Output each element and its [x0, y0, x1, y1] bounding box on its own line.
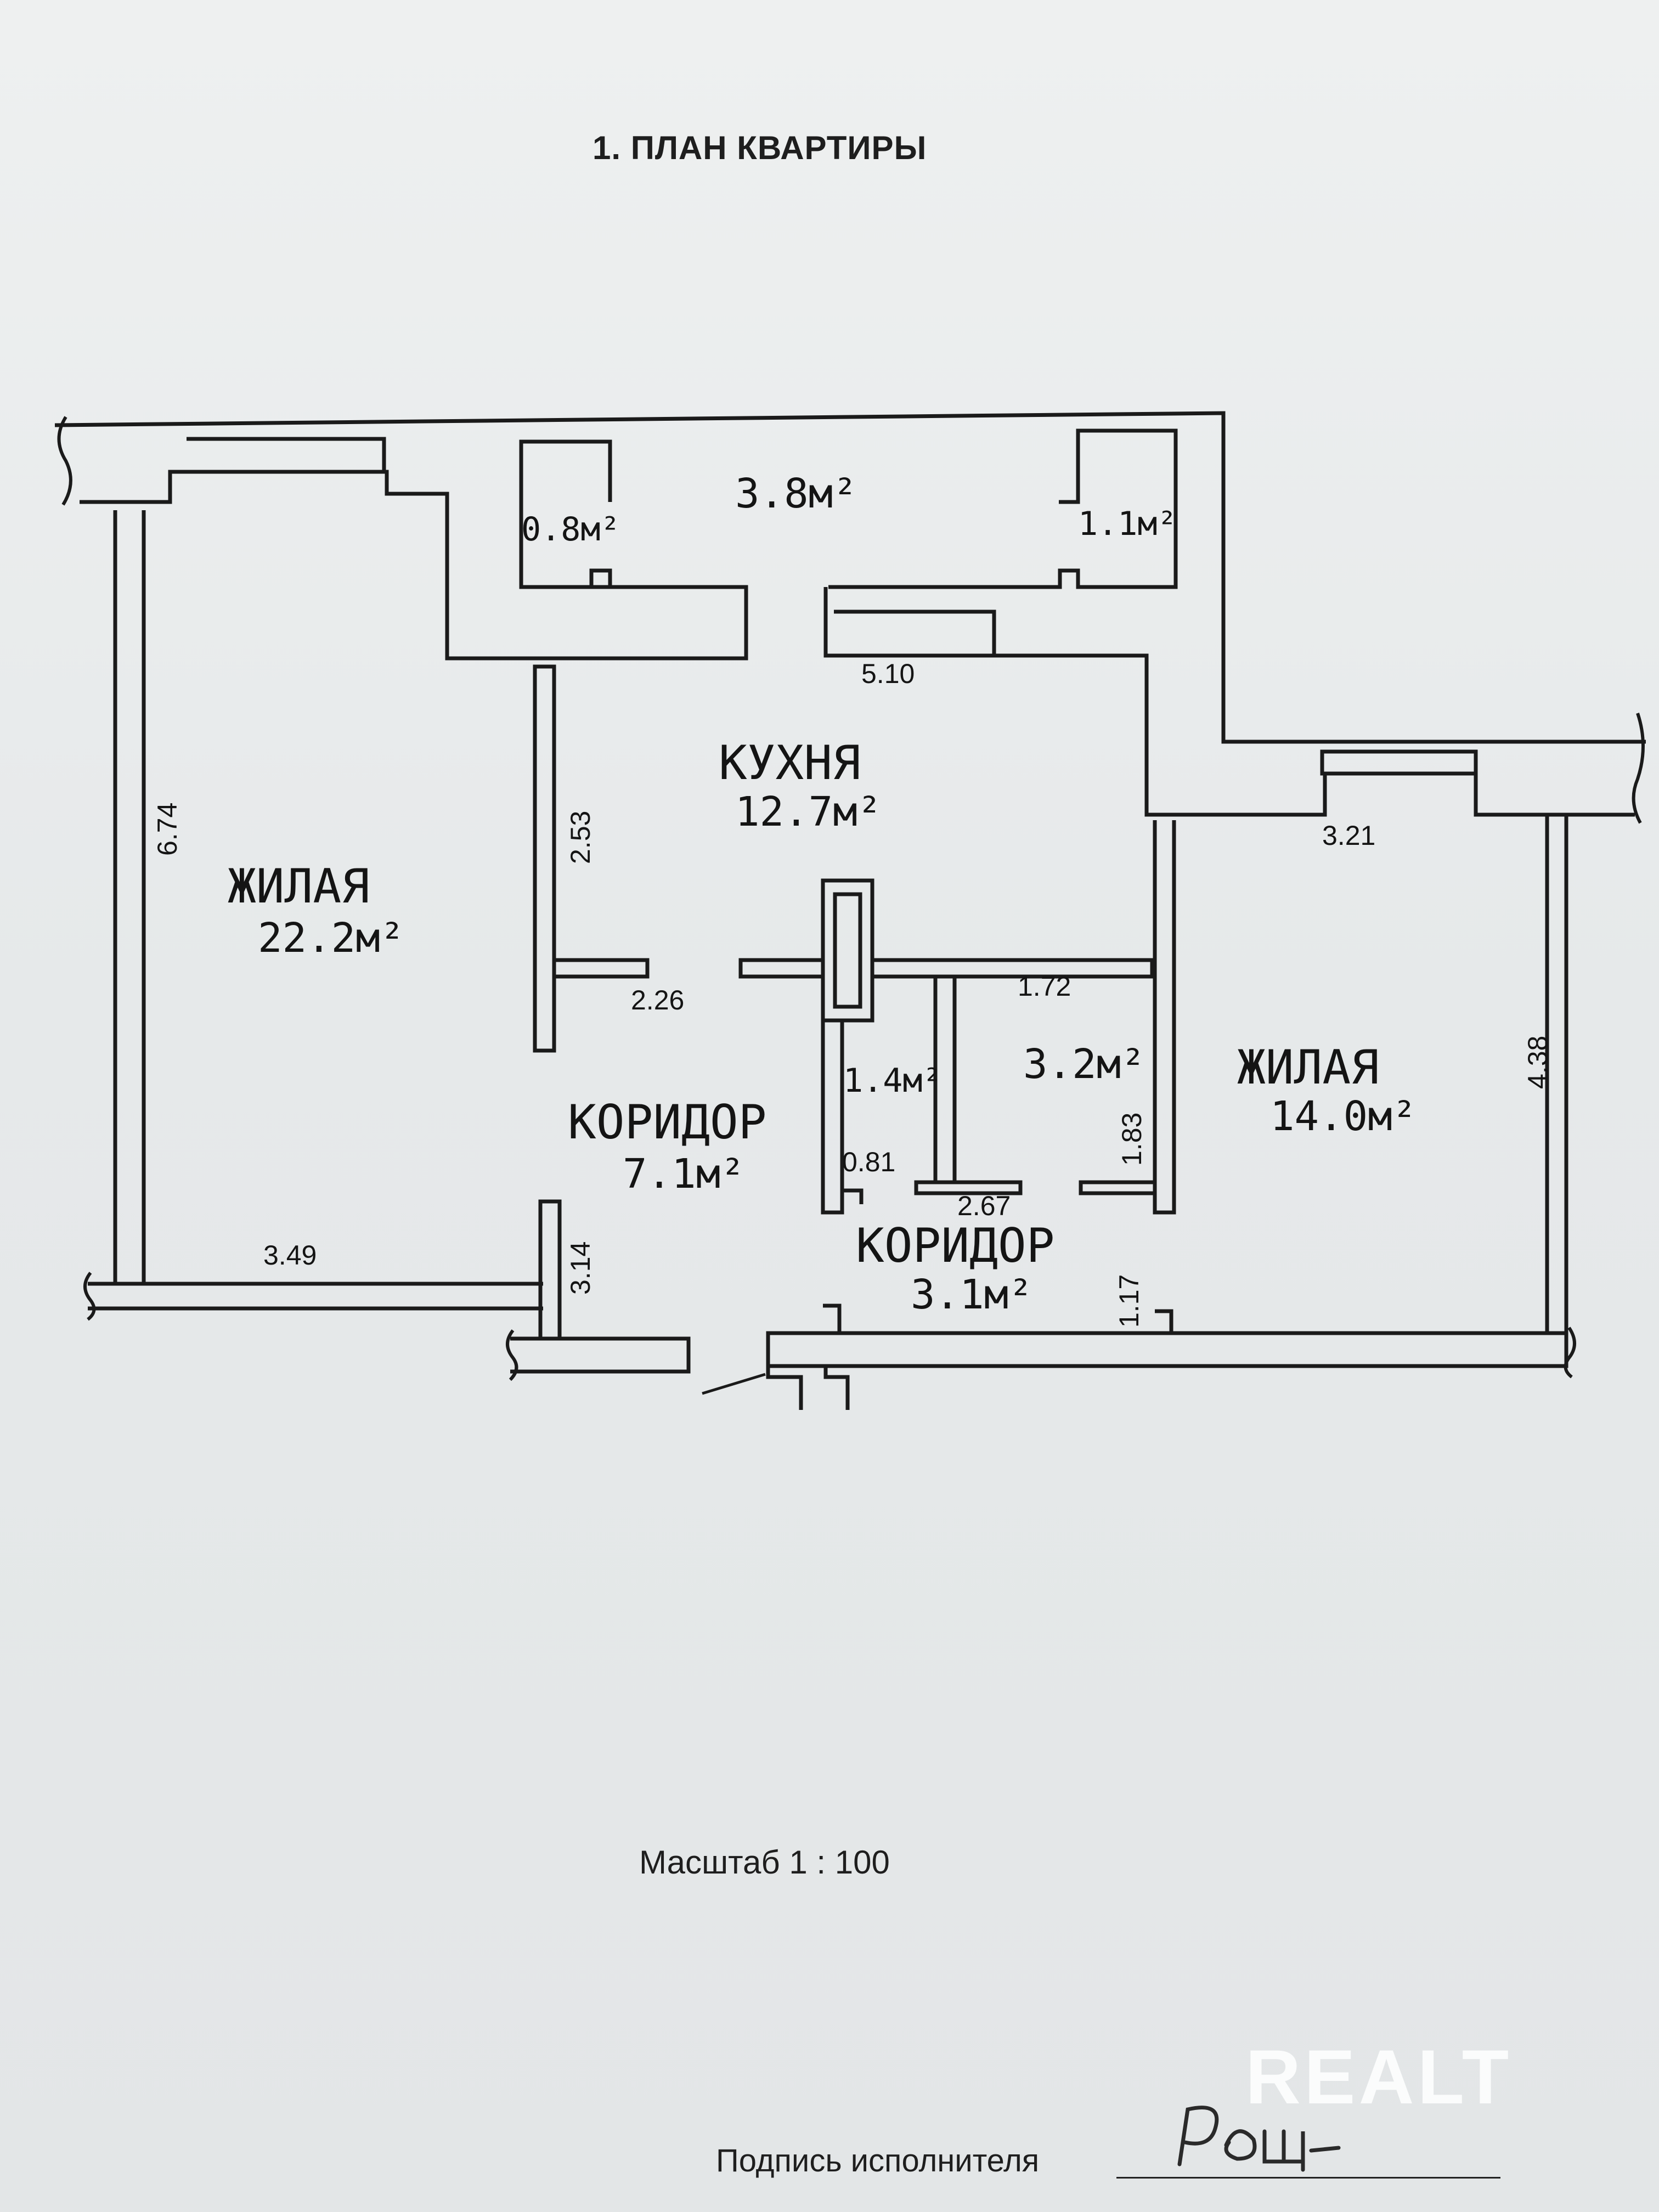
wall-window-left [187, 437, 386, 472]
wall-left [113, 510, 146, 1284]
wall-wc [821, 1020, 864, 1215]
wall-bottom-right [766, 1331, 1568, 1368]
dimension-label: 3.14 [565, 1242, 596, 1295]
dimension-label: 6.74 [152, 803, 183, 856]
room-area: 3.8м² [735, 470, 857, 517]
page-title: 1. ПЛАН КВАРТИРЫ [592, 129, 927, 166]
wall-kitchen-right-inner [1153, 820, 1176, 1215]
room-area: 3.1м² [911, 1271, 1033, 1318]
room-area: 7.1м² [623, 1150, 745, 1198]
room-area: 1.1м² [1078, 505, 1177, 543]
room-label: ЖИЛАЯ [1237, 1040, 1379, 1095]
wall-stub-entry [823, 1304, 1173, 1333]
room-area: 0.8м² [521, 510, 620, 549]
wall-entry-left [510, 1199, 691, 1374]
signature-line [1116, 2177, 1500, 2179]
dimension-label: 2.67 [957, 1190, 1011, 1221]
room-label: КОРИДОР [856, 1218, 1054, 1273]
wall-bath-bottom-right [1079, 1180, 1157, 1195]
wall-top-inner [80, 439, 748, 661]
room-area: 14.0м² [1270, 1093, 1417, 1140]
wall-kitchen-bottom-right [872, 958, 1154, 979]
room-area: 1.4м² [843, 1062, 943, 1100]
wall-shaft [821, 878, 874, 1023]
dimension-label: 0.81 [842, 1147, 895, 1177]
wall-kitchen-bottom-left [554, 958, 650, 979]
room-area: 22.2м² [258, 915, 404, 962]
signature-label: Подпись исполнителя [716, 2143, 1040, 2179]
wall-left-bottom [88, 1282, 543, 1311]
wall-break-left-top [57, 416, 72, 506]
room-label: КОРИДОР [568, 1095, 766, 1150]
wall-top-outer [54, 411, 1646, 744]
dimension-label: 1.83 [1116, 1113, 1147, 1166]
room-area: 12.7м² [735, 788, 882, 836]
wall-living-kitchen [533, 664, 556, 1053]
scale-label: Масштаб 1 : 100 [639, 1844, 890, 1881]
wall-break-entry [506, 1329, 518, 1381]
signature-scribble [1177, 2106, 1341, 2172]
wall-entry-door [766, 1366, 850, 1410]
wall-break-left-bottom [83, 1272, 96, 1321]
wall-bath-bottom-left [914, 1180, 1023, 1195]
room-area: 3.2м² [1023, 1041, 1146, 1088]
wall-kitchen-right [994, 653, 1635, 817]
dimension-label: 2.53 [565, 811, 596, 864]
room-label: ЖИЛАЯ [228, 859, 370, 914]
dimension-label: 1.72 [1018, 971, 1071, 1002]
dimension-label: 5.10 [861, 658, 915, 689]
dimension-label: 3.21 [1322, 820, 1375, 851]
watermark-logo: REALT [1245, 2034, 1513, 2120]
wall-kitchen-bottom-mid [738, 958, 825, 979]
wall-break-right-bottom [1564, 1327, 1576, 1379]
room-label: КУХНЯ [719, 736, 861, 791]
dimension-label: 1.17 [1114, 1274, 1144, 1328]
door-swing [702, 1373, 766, 1395]
wall-window-right [1320, 749, 1478, 776]
dimension-label: 2.26 [631, 985, 684, 1015]
wall-break-right [1632, 713, 1645, 824]
dimension-label: 3.49 [263, 1240, 317, 1271]
dimension-label: 4.38 [1522, 1036, 1553, 1089]
wall-balcony-right [823, 428, 1178, 658]
